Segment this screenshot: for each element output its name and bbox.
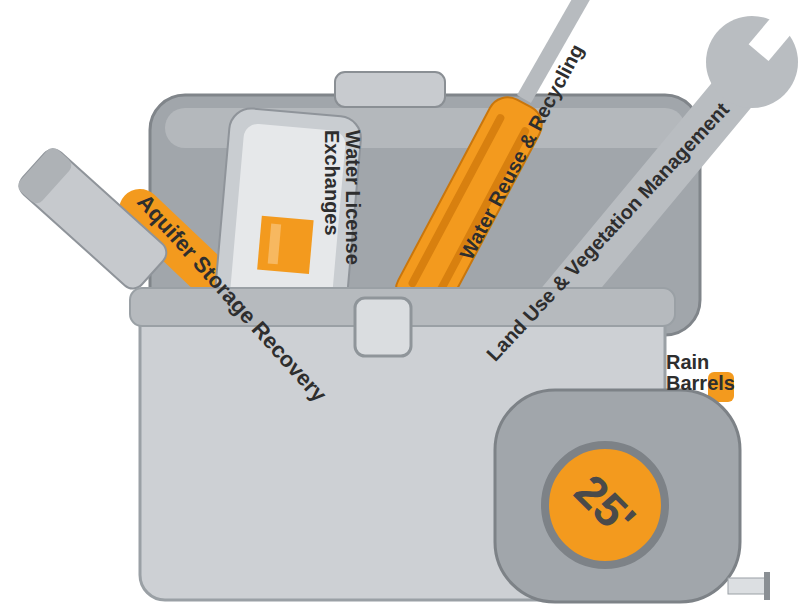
card-label: Water License Exchanges	[321, 130, 363, 280]
tape-label: Rain Barrels	[666, 352, 754, 394]
